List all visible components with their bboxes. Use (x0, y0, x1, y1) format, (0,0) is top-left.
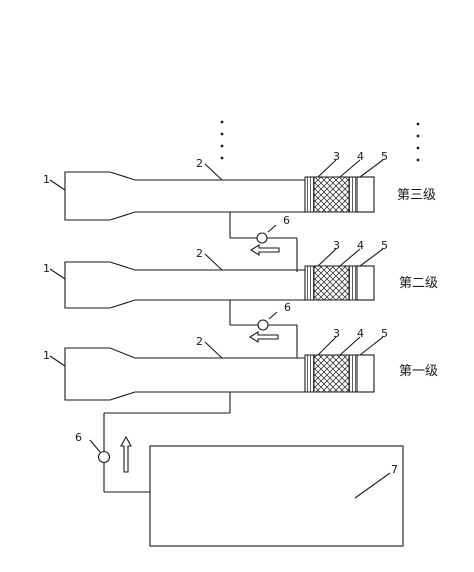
label-part-2: 2 (196, 335, 203, 348)
label-part-3: 3 (333, 327, 340, 340)
part-3-element (304, 176, 315, 213)
label-part-5: 5 (381, 239, 388, 252)
part-5-element (348, 176, 358, 213)
continuation-dots-right (416, 122, 420, 162)
stage-1-unit (49, 336, 384, 401)
label-part-3: 3 (333, 239, 340, 252)
check-valve (256, 232, 268, 244)
label-part-4: 4 (357, 327, 364, 340)
label-part-4: 4 (357, 150, 364, 163)
tube-body (64, 347, 306, 401)
transfer-pipe-2-3 (229, 212, 298, 272)
part-4-mesh (313, 176, 350, 213)
transfer-pipe-1-2 (229, 300, 298, 358)
part-3-element (304, 354, 315, 393)
outlet-section (356, 265, 375, 301)
stage-3-unit (49, 159, 384, 221)
label-part-1: 1 (43, 349, 50, 362)
check-valve (257, 319, 269, 331)
outlet-section (356, 354, 375, 393)
label-part-2: 2 (196, 247, 203, 260)
label-part-5: 5 (381, 327, 388, 340)
tube-body (64, 261, 306, 309)
label-part-6: 6 (75, 431, 82, 444)
flow-arrow-left (248, 331, 279, 343)
label-part-6: 6 (283, 214, 290, 227)
stage-label-3: 第三级 (397, 188, 436, 203)
part-3-element (304, 265, 315, 301)
flow-arrow-up (120, 435, 132, 473)
outlet-section (356, 176, 375, 213)
leader-part-7 (354, 472, 391, 499)
part-5-element (348, 354, 358, 393)
label-part-1: 1 (43, 173, 50, 186)
flow-arrow-left (249, 244, 280, 256)
part-4-mesh (313, 265, 350, 301)
tube-body (64, 171, 306, 221)
stage-2-unit (49, 248, 384, 309)
label-part-7: 7 (391, 463, 398, 476)
label-part-3: 3 (333, 150, 340, 163)
label-part-2: 2 (196, 157, 203, 170)
label-part-5: 5 (381, 150, 388, 163)
continuation-dots-left (220, 120, 224, 160)
part-7-box (149, 445, 404, 547)
stage-label-1: 第一级 (399, 364, 438, 379)
label-part-4: 4 (357, 239, 364, 252)
check-valve (97, 450, 111, 464)
stage-label-2: 第二级 (399, 276, 438, 291)
label-part-6: 6 (284, 301, 291, 314)
label-part-1: 1 (43, 262, 50, 275)
supply-pipe (89, 392, 231, 493)
part-5-element (348, 265, 358, 301)
part-4-mesh (313, 354, 350, 393)
